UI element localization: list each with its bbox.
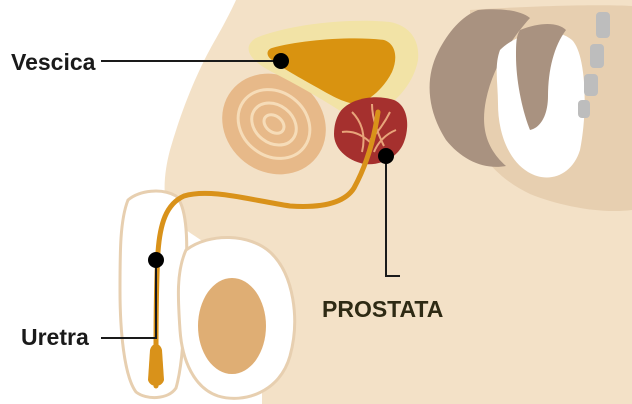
urethra-marker (148, 252, 164, 268)
thigh-contour (262, 246, 632, 404)
urethra-label: Uretra (21, 326, 89, 349)
testis (198, 278, 266, 374)
vertebra (578, 100, 590, 118)
vertebra (590, 44, 604, 68)
vertebra (596, 12, 610, 38)
bladder-label: Vescica (11, 51, 95, 74)
prostate-label: PROSTATA (322, 298, 443, 321)
urethra-tip (148, 344, 164, 386)
vertebra (584, 74, 598, 96)
bladder-marker (273, 53, 289, 69)
prostate-marker (378, 148, 394, 164)
